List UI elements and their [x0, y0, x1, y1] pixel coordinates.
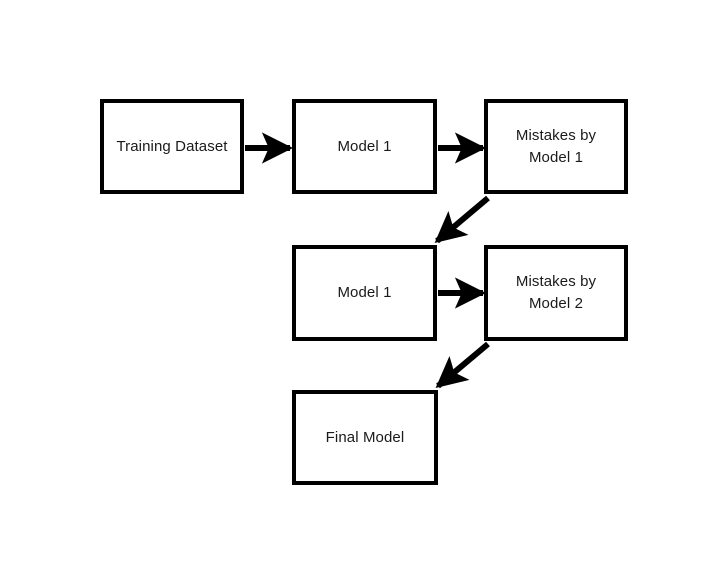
- node-mistakes-by-model-1-label: Mistakes by Model 1: [515, 126, 597, 166]
- node-final-model[interactable]: Final Model: [292, 390, 438, 485]
- node-mistakes-by-model-1[interactable]: Mistakes by Model 1: [484, 99, 628, 194]
- edge-mistakes1-to-model2: [434, 195, 490, 244]
- node-mistakes-by-model-2-label: Mistakes by Model 2: [515, 273, 597, 312]
- node-model-1-label: Model 1: [337, 137, 392, 155]
- node-model-1[interactable]: Model 1: [292, 99, 437, 194]
- node-training-dataset[interactable]: Training Dataset: [100, 99, 244, 194]
- node-model-2[interactable]: Model 1: [292, 245, 437, 341]
- edge-mistakes2-to-final: [435, 341, 490, 389]
- node-mistakes-by-model-2[interactable]: Mistakes by Model 2: [484, 245, 628, 341]
- node-training-dataset-label: Training Dataset: [116, 137, 228, 155]
- node-final-model-label: Final Model: [325, 428, 405, 446]
- node-model-2-label: Model 1: [337, 284, 392, 301]
